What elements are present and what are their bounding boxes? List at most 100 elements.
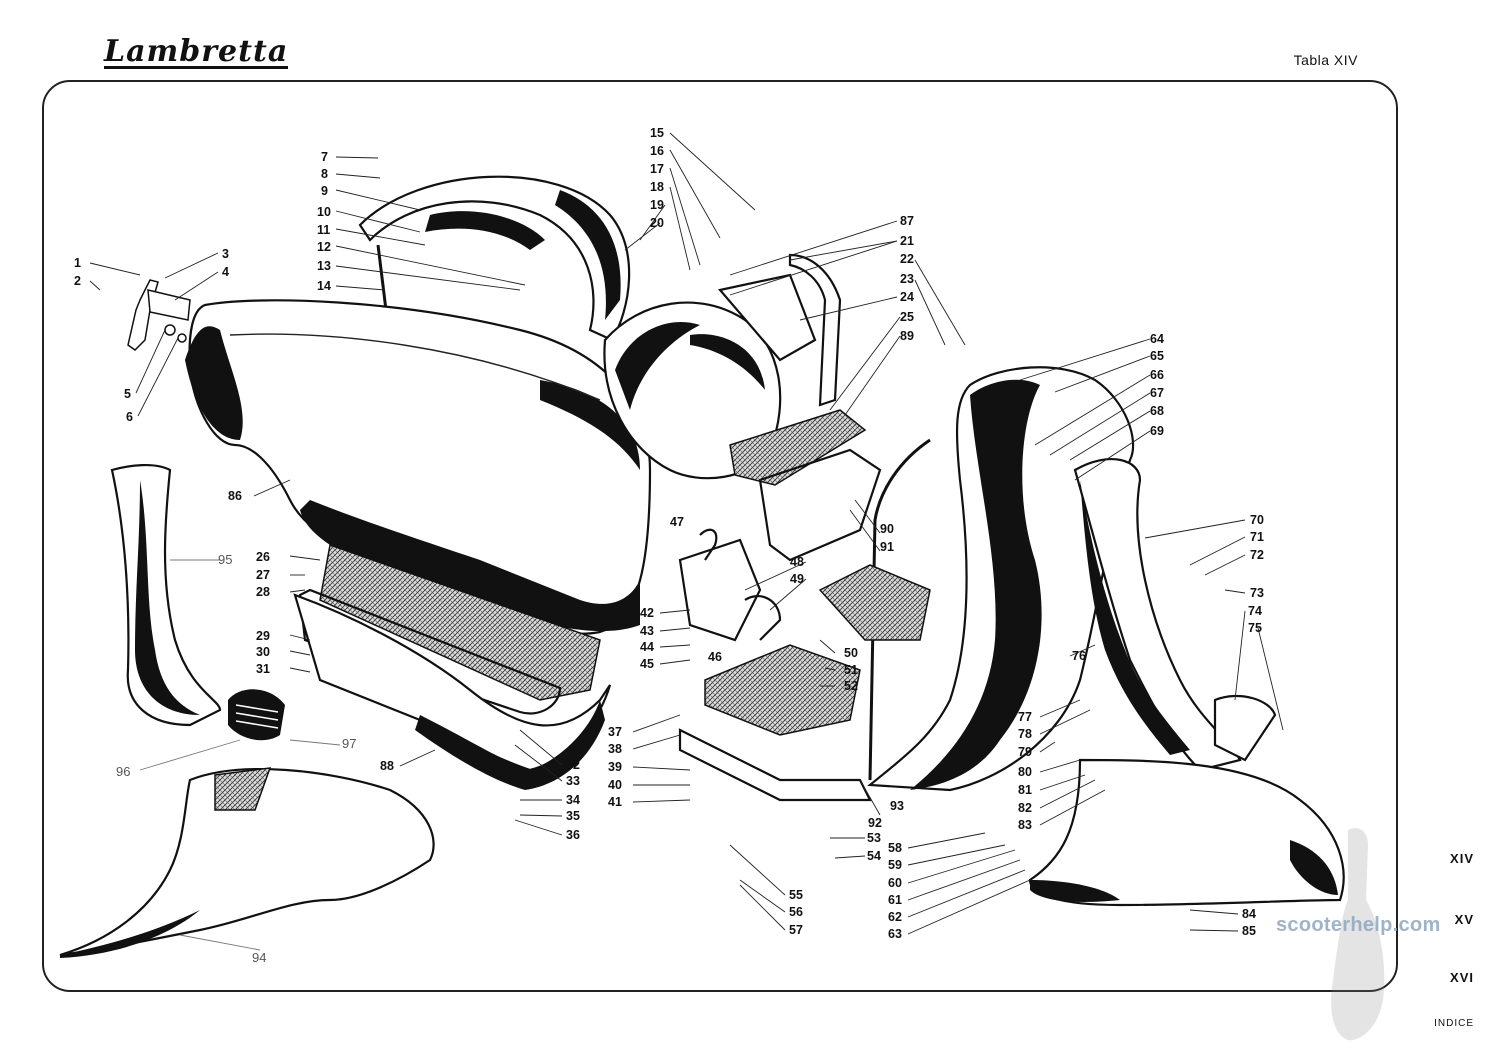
label-94: 94 [252, 950, 266, 965]
floor-rail-left [293, 593, 612, 790]
label-1: 1 [74, 256, 81, 270]
label-93: 93 [890, 799, 904, 813]
label-96: 96 [116, 764, 130, 779]
label-7: 7 [321, 150, 328, 164]
centre-stand [678, 528, 782, 642]
label-16: 16 [650, 144, 664, 158]
label-5: 5 [124, 387, 131, 401]
front-mudguard [1028, 758, 1345, 907]
label-82: 82 [1018, 801, 1032, 815]
label-48: 48 [790, 555, 804, 569]
label-30: 30 [256, 645, 270, 659]
label-90: 90 [880, 522, 894, 536]
label-87: 87 [900, 214, 914, 228]
label-52: 52 [844, 679, 858, 693]
label-39: 39 [608, 760, 622, 774]
label-17: 17 [650, 162, 664, 176]
label-57: 57 [789, 923, 803, 937]
diagram-frame [42, 80, 1398, 992]
label-77: 77 [1018, 710, 1032, 724]
horn-casting [110, 464, 222, 727]
label-75: 75 [1248, 621, 1262, 635]
label-74: 74 [1248, 604, 1262, 618]
label-91: 91 [880, 540, 894, 554]
label-79: 79 [1018, 745, 1032, 759]
label-49: 49 [790, 572, 804, 586]
label-33: 33 [566, 774, 580, 788]
label-2: 2 [74, 274, 81, 288]
label-8: 8 [321, 167, 328, 181]
label-72: 72 [1250, 548, 1264, 562]
label-68: 68 [1150, 404, 1164, 418]
label-84: 84 [1242, 907, 1256, 921]
label-19: 19 [650, 198, 664, 212]
label-83: 83 [1018, 818, 1032, 832]
label-97: 97 [342, 736, 356, 751]
label-64: 64 [1150, 332, 1164, 346]
label-12: 12 [317, 240, 331, 254]
label-73: 73 [1250, 586, 1264, 600]
label-85: 85 [1242, 924, 1256, 938]
label-36: 36 [566, 828, 580, 842]
label-41: 41 [608, 795, 622, 809]
label-11: 11 [317, 223, 330, 237]
watermark-text: scooterhelp.com [1276, 914, 1441, 936]
side-panel-left [185, 299, 652, 635]
label-42: 42 [640, 606, 654, 620]
label-15: 15 [650, 126, 664, 140]
nav-link-xvi[interactable]: XVI [1450, 970, 1474, 985]
label-29: 29 [256, 629, 270, 643]
nav-link-xiv[interactable]: XIV [1450, 851, 1474, 866]
scooter-silhouette-watermark [1331, 828, 1385, 1041]
steering-column [1073, 458, 1277, 772]
lower-grille-left [298, 544, 601, 715]
label-3: 3 [222, 247, 229, 261]
label-38: 38 [608, 742, 622, 756]
label-89: 89 [900, 329, 914, 343]
label-23: 23 [900, 272, 914, 286]
label-66: 66 [1150, 368, 1164, 382]
part-labels: 1 2 3 4 5 6 7 8 9 10 11 12 13 14 15 16 1… [74, 126, 1264, 965]
leg-shield [867, 366, 1135, 792]
label-70: 70 [1250, 513, 1264, 527]
label-71: 71 [1250, 530, 1264, 544]
label-69: 69 [1150, 424, 1164, 438]
label-60: 60 [888, 876, 902, 890]
label-63: 63 [888, 927, 902, 941]
label-14: 14 [317, 279, 331, 293]
label-80: 80 [1018, 765, 1032, 779]
label-78: 78 [1018, 727, 1032, 741]
label-27: 27 [256, 568, 270, 582]
label-31: 31 [256, 662, 270, 676]
label-37: 37 [608, 725, 622, 739]
label-61: 61 [888, 893, 902, 907]
logo-underline [104, 66, 288, 69]
label-54: 54 [867, 849, 881, 863]
label-32: 32 [566, 758, 580, 772]
label-46: 46 [708, 650, 722, 664]
label-26: 26 [256, 550, 270, 564]
plate-title: Tabla XIV [1293, 52, 1358, 68]
label-65: 65 [1150, 349, 1164, 363]
brand-logo: Lambretta [104, 34, 289, 69]
label-76: 76 [1072, 649, 1086, 663]
label-20: 20 [650, 216, 664, 230]
label-92: 92 [868, 816, 882, 830]
label-86: 86 [228, 489, 242, 503]
front-floor-mesh [678, 564, 931, 802]
label-56: 56 [789, 905, 803, 919]
label-50: 50 [844, 646, 858, 660]
label-51: 51 [844, 663, 858, 677]
bracket-hardware [127, 279, 191, 351]
label-45: 45 [640, 657, 654, 671]
nav-link-xv[interactable]: XV [1454, 912, 1474, 927]
label-25: 25 [900, 310, 914, 324]
label-62: 62 [888, 910, 902, 924]
label-59: 59 [888, 858, 902, 872]
rear-mesh-floor [729, 409, 882, 562]
label-4: 4 [222, 265, 229, 279]
label-21: 21 [900, 234, 914, 248]
centre-tunnel [603, 253, 842, 480]
nav-link-indice[interactable]: INDICE [1434, 1018, 1474, 1029]
